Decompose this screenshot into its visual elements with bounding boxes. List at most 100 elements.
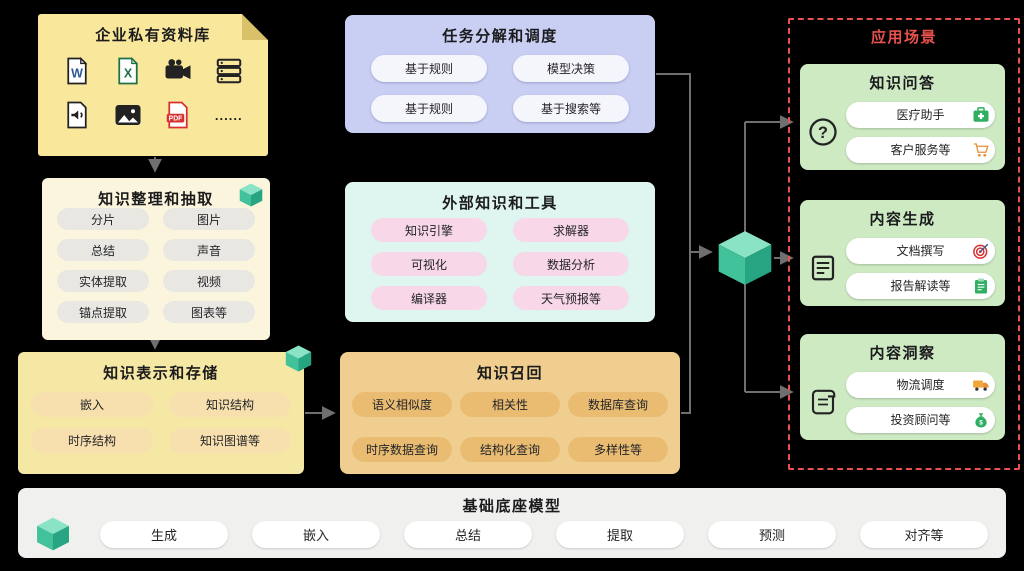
knowledge-recall-box: 知识召回 语义相似度 相关性 数据库查询 时序数据查询 结构化查询 多样性等	[340, 352, 680, 474]
cube-icon	[37, 517, 69, 551]
video-camera-icon	[163, 56, 193, 86]
pill: 模型决策	[513, 55, 629, 82]
pill-label: 医疗助手	[896, 108, 945, 122]
clipboard-icon	[972, 277, 990, 295]
extraction-pills: 分片 图片 总结 声音 实体提取 视频 锚点提取 图表等	[42, 208, 270, 323]
content-insight-box: 内容洞察 物流调度 投资顾问等	[800, 334, 1005, 440]
server-storage-icon	[214, 56, 244, 86]
generation-title: 内容生成	[869, 211, 936, 228]
cube-icon	[285, 345, 312, 372]
knowledge-storage-box: 知识表示和存储 嵌入 知识结构 时序结构 知识图谱等	[18, 345, 312, 474]
pill: 医疗助手	[846, 101, 995, 128]
storage-pills: 嵌入 知识结构 时序结构 知识图谱等	[18, 392, 304, 453]
pill: 提取	[556, 520, 684, 548]
cube-icon	[239, 183, 263, 207]
recall-title: 知识召回	[476, 365, 543, 382]
pill: 数据库查询	[568, 392, 668, 417]
image-file-icon	[113, 100, 143, 130]
pill: 知识引擎	[371, 218, 487, 242]
foundation-title: 基础底座模型	[462, 498, 562, 515]
generation-body: 文档撰写 报告解读等	[800, 230, 1005, 306]
pill: 总结	[57, 239, 149, 261]
pill: 知识图谱等	[169, 428, 291, 453]
folded-corner	[242, 14, 268, 40]
pill: 基于规则	[371, 95, 487, 122]
external-tools-box: 外部知识和工具 知识引擎 求解器 可视化 数据分析 编译器 天气预报等	[345, 182, 655, 322]
pill: 基于搜索等	[513, 95, 629, 122]
pill: 分片	[57, 208, 149, 230]
core-cube-icon	[718, 231, 772, 285]
application-zone-title: 应用场景	[870, 29, 937, 46]
insight-pills: 物流调度 投资顾问等	[846, 371, 1005, 433]
file-type-icons: ......	[52, 56, 254, 130]
foundation-pills: 生成 嵌入 总结 提取 预测 对齐等	[100, 520, 988, 548]
word-file-icon	[62, 56, 92, 86]
pill: 报告解读等	[846, 272, 995, 299]
pill: 求解器	[513, 218, 629, 242]
qa-title: 知识问答	[869, 75, 936, 92]
pill: 嵌入	[31, 392, 153, 417]
recall-pills: 语义相似度 相关性 数据库查询 时序数据查询 结构化查询 多样性等	[340, 392, 680, 462]
pill: 客户服务等	[846, 136, 995, 163]
scroll-icon	[800, 387, 846, 417]
pill: 结构化查询	[460, 437, 560, 462]
pill: 时序结构	[31, 428, 153, 453]
pill-label: 客户服务等	[890, 143, 951, 157]
document-icon	[800, 253, 846, 283]
pill: 基于规则	[371, 55, 487, 82]
pill: 嵌入	[252, 520, 380, 548]
pill: 时序数据查询	[352, 437, 452, 462]
pill: 知识结构	[169, 392, 291, 417]
foundation-model-bar: 基础底座模型 生成 嵌入 总结 提取 预测 对齐等	[18, 488, 1006, 558]
medical-kit-icon	[972, 106, 990, 124]
pill: 对齐等	[860, 520, 988, 548]
repo-title: 企业私有资料库	[95, 27, 211, 44]
pill: 编译器	[371, 286, 487, 310]
pill: 文档撰写	[846, 237, 995, 264]
pill: 天气预报等	[513, 286, 629, 310]
pill-label: 报告解读等	[890, 279, 951, 293]
pdf-file-icon	[163, 100, 193, 130]
truck-icon	[972, 376, 990, 394]
money-bag-icon	[972, 411, 990, 429]
storage-title: 知识表示和存储	[103, 365, 219, 382]
extraction-title: 知识整理和抽取	[98, 191, 214, 208]
pill: 多样性等	[568, 437, 668, 462]
pill: 声音	[163, 239, 255, 261]
task-pills: 基于规则 模型决策 基于规则 基于搜索等	[345, 55, 655, 122]
task-title: 任务分解和调度	[442, 28, 558, 45]
foundation-row: 生成 嵌入 总结 提取 预测 对齐等	[36, 517, 988, 551]
pill-label: 物流调度	[896, 378, 945, 392]
task-scheduling-box: 任务分解和调度 基于规则 模型决策 基于规则 基于搜索等	[345, 15, 655, 133]
target-dart-icon	[972, 242, 990, 260]
pill: 相关性	[460, 392, 560, 417]
content-generation-box: 内容生成 文档撰写 报告解读等	[800, 200, 1005, 306]
pill: 视频	[163, 270, 255, 292]
pill: 语义相似度	[352, 392, 452, 417]
pill: 实体提取	[57, 270, 149, 292]
pill: 可视化	[371, 252, 487, 276]
audio-file-icon	[62, 100, 92, 130]
pill-label: 文档撰写	[896, 244, 945, 258]
shopping-cart-icon	[972, 141, 990, 159]
pill: 预测	[708, 520, 836, 548]
private-data-repo-box: 企业私有资料库 ......	[38, 14, 268, 156]
knowledge-qa-box: 知识问答 医疗助手 客户服务等	[800, 64, 1005, 170]
more-files-ellipsis: ......	[214, 107, 243, 123]
application-scenarios-zone: 应用场景	[788, 18, 1020, 470]
pill: 物流调度	[846, 371, 995, 398]
qa-pills: 医疗助手 客户服务等	[846, 101, 1005, 163]
pill: 锚点提取	[57, 301, 149, 323]
question-icon	[800, 117, 846, 147]
pill: 图表等	[163, 301, 255, 323]
qa-body: 医疗助手 客户服务等	[800, 94, 1005, 170]
pill: 投资顾问等	[846, 406, 995, 433]
insight-body: 物流调度 投资顾问等	[800, 364, 1005, 440]
generation-pills: 文档撰写 报告解读等	[846, 237, 1005, 299]
external-title: 外部知识和工具	[442, 195, 558, 212]
pill-label: 投资顾问等	[890, 413, 951, 427]
knowledge-extraction-box: 知识整理和抽取 分片 图片 总结 声音 实体提取 视频 锚点提取 图表等	[42, 178, 270, 340]
external-pills: 知识引擎 求解器 可视化 数据分析 编译器 天气预报等	[345, 218, 655, 310]
insight-title: 内容洞察	[869, 345, 936, 362]
